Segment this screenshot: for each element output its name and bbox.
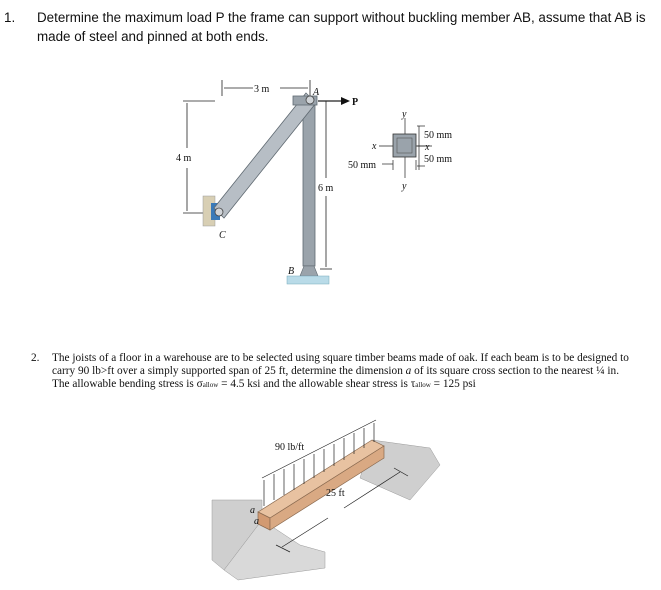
label-b: B <box>288 266 294 277</box>
dim-top-label: 3 m <box>254 84 270 95</box>
problem-1-number: 1. <box>4 10 16 25</box>
section-dim-3: 50 mm <box>348 160 376 171</box>
problem-2-sub-allow-1: allow <box>202 381 219 390</box>
pin-a <box>305 95 315 105</box>
member-ab <box>213 92 317 219</box>
problem-2-text-a: The joists of a floor in a warehouse are… <box>52 352 629 378</box>
section-dim-1: 50 mm <box>424 130 452 141</box>
label-c: C <box>219 230 226 241</box>
problem-2-variable-a: a <box>405 365 412 378</box>
cross-section <box>379 118 432 178</box>
problem-2-number: 2. <box>31 352 40 364</box>
problem-2-text-b: of its square cross section to the neare… <box>52 365 620 391</box>
problem-2-text: The joists of a floor in a warehouse are… <box>52 352 632 393</box>
pin-support-b <box>299 265 319 277</box>
dim-left-label: 4 m <box>176 153 192 164</box>
column-member <box>302 99 316 267</box>
problem-2-text-c: = 4.5 ksi and the allowable shear stress… <box>218 378 416 391</box>
section-box <box>392 133 417 158</box>
section-x-left: x <box>371 141 377 152</box>
top-bracket <box>292 95 318 106</box>
problem-2-sub-allow-2: allow <box>415 381 431 390</box>
section-y-top: y <box>401 109 407 120</box>
section-x-right: x <box>424 142 430 153</box>
label-a: A <box>312 87 320 98</box>
pin-c <box>214 207 224 217</box>
load-arrow-head <box>341 97 350 105</box>
section-dim-2: 50 mm <box>424 154 452 165</box>
section-y-bottom: y <box>401 181 407 192</box>
problem-2-text-d: = 125 psi <box>430 378 476 391</box>
problem-1-text: Determine the maximum load P the frame c… <box>37 10 646 44</box>
ground-b <box>286 275 330 285</box>
dim-right-label: 6 m <box>318 183 334 194</box>
label-p: P <box>352 97 358 108</box>
